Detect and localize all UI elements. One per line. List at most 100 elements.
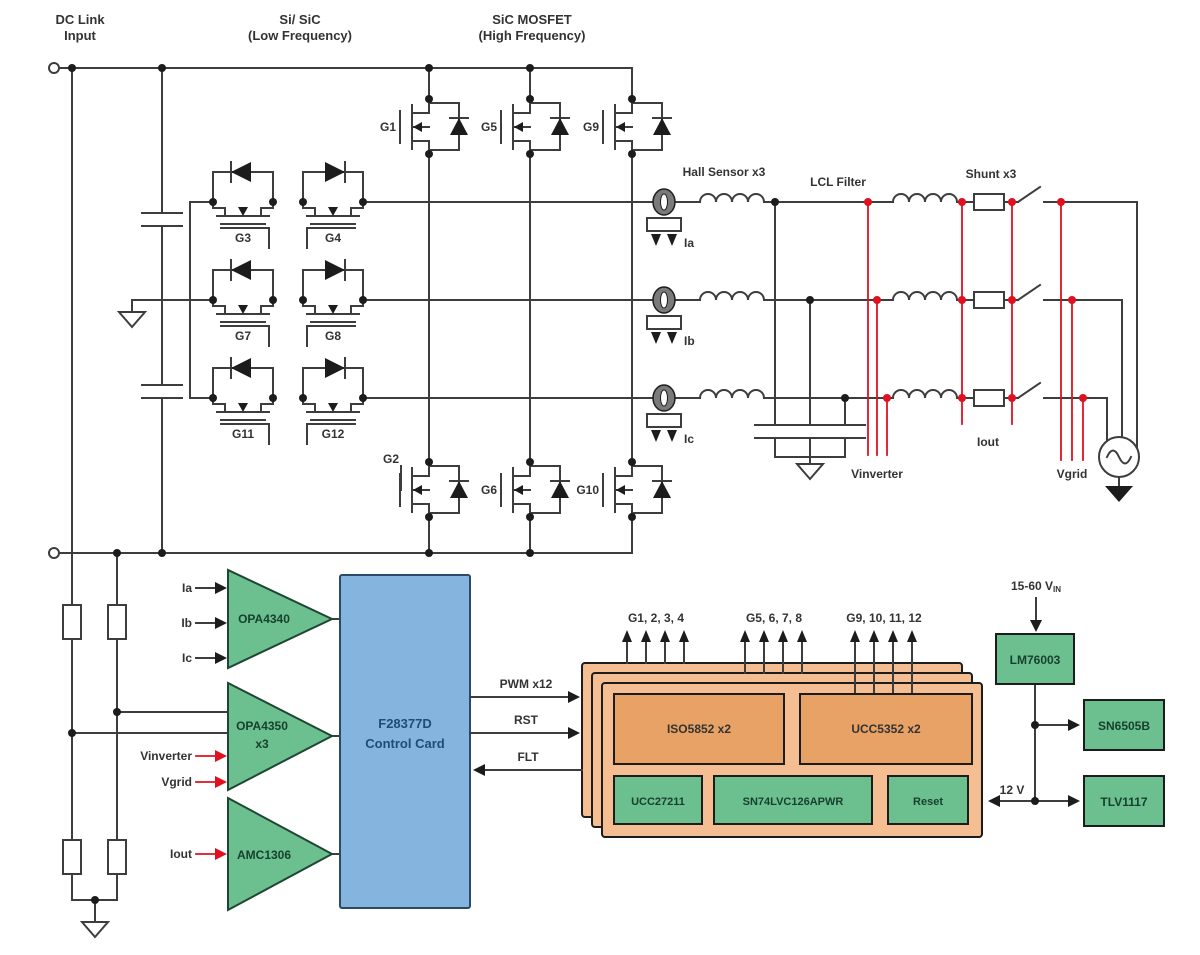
grid-ground-icon <box>1105 486 1133 502</box>
analog-front-end <box>215 568 335 912</box>
label-amc1306: AMC1306 <box>237 848 291 862</box>
label-sn74: SN74LVC126APWR <box>743 796 844 808</box>
label-g9: G9 <box>583 120 599 134</box>
mosfet-g5 <box>500 94 570 159</box>
label-tlv1117: TLV1117 <box>1100 795 1147 809</box>
iso5852-chip <box>613 693 785 765</box>
label-g10: G10 <box>576 483 599 497</box>
dc-link-section <box>48 62 183 938</box>
dc-input-terminal-minus <box>48 547 60 559</box>
dc-link-capacitor-top <box>141 212 183 227</box>
control-signals <box>469 630 917 776</box>
shunt-resistor-b <box>973 291 1005 309</box>
label-gates-1-4: G1, 2, 3, 4 <box>628 611 684 625</box>
label-in-ic: Ic <box>182 651 192 665</box>
grid-switch-c <box>1017 382 1041 399</box>
opa4350-amp <box>227 681 335 792</box>
vinverter-arrow <box>215 750 227 762</box>
label-ucc27211: UCC27211 <box>631 796 685 808</box>
label-opa4340: OPA4340 <box>238 612 290 626</box>
label-opa4350-qty: x3 <box>255 737 269 751</box>
vgrid-arrow <box>215 776 227 788</box>
lm76003-box <box>995 633 1075 685</box>
gate-arrow <box>888 630 898 642</box>
lcl-inductor-b1 <box>699 291 765 301</box>
label-pwm: PWM x12 <box>500 677 553 691</box>
gate-arrow <box>850 630 860 642</box>
labels: DC Link Input Si/ SiC (Low Frequency) Si… <box>55 12 1150 862</box>
vin-arrow <box>1030 620 1042 632</box>
hall-sensor-b-icon <box>646 286 682 345</box>
label-ucc5352: UCC5352 x2 <box>851 722 921 736</box>
si-sic-title: Si/ SiC <box>279 12 321 27</box>
neutral-ground-icon <box>118 311 146 328</box>
sine-icon <box>1105 449 1133 465</box>
sn6505b-arrow <box>1068 719 1080 731</box>
dc-link-title-2: Input <box>64 28 96 43</box>
ic-arrow <box>215 652 227 664</box>
dc-link-title: DC Link <box>55 12 105 27</box>
flt-arrow <box>473 764 485 776</box>
dc-link-capacitor-bottom <box>141 384 183 399</box>
sn74lvc126apwr-chip <box>713 775 873 825</box>
sic-mosfet-title: SiC MOSFET <box>492 12 572 27</box>
gate-arrow <box>622 630 632 642</box>
divider-ground-icon <box>81 921 109 938</box>
label-controller-2: Control Card <box>365 736 445 751</box>
shunt-resistor-a <box>973 193 1005 211</box>
label-iout: Iout <box>977 435 999 449</box>
sic-mosfet-title-2: (High Frequency) <box>479 28 586 43</box>
label-12v: 12 V <box>1000 783 1025 797</box>
label-in-ib: Ib <box>181 616 192 630</box>
driver-card-stack <box>581 662 983 838</box>
12v-left-arrow <box>988 795 1000 807</box>
junction-dots <box>68 64 1087 904</box>
label-sn6505b: SN6505B <box>1098 719 1150 733</box>
label-g6: G6 <box>481 483 497 497</box>
ia-arrow <box>215 582 227 594</box>
label-gates-5-8: G5, 6, 7, 8 <box>746 611 802 625</box>
label-flt: FLT <box>517 750 539 764</box>
dc-input-terminal-plus <box>48 62 60 74</box>
label-g1: G1 <box>380 120 396 134</box>
label-in-vgrid: Vgrid <box>161 775 192 789</box>
opa4340-amp <box>227 568 335 670</box>
divider-resistor-3 <box>62 839 82 875</box>
label-ia: Ia <box>684 236 694 250</box>
control-card <box>339 574 471 909</box>
label-g11: G11 <box>232 427 254 441</box>
label-ib: Ib <box>684 334 695 348</box>
label-g7: G7 <box>235 329 251 343</box>
ucc27211-chip <box>613 775 703 825</box>
label-reset: Reset <box>913 796 943 808</box>
hall-sensor-a-icon <box>646 188 682 247</box>
gate-arrow <box>907 630 917 642</box>
label-gates-9-12: G9, 10, 11, 12 <box>846 611 922 625</box>
lcl-inductor-a1 <box>699 193 765 203</box>
filter-cap-b <box>789 424 831 439</box>
gate-arrow <box>641 630 651 642</box>
label-ic: Ic <box>684 432 694 446</box>
shunt-resistor-c <box>973 389 1005 407</box>
label-g8: G8 <box>325 329 341 343</box>
label-vin: 15-60 VIN <box>1011 579 1061 594</box>
lcl-filter-label: LCL Filter <box>810 175 866 189</box>
mosfet-g1 <box>399 94 469 159</box>
gate-arrow <box>778 630 788 642</box>
gate-arrow <box>740 630 750 642</box>
gate-and-input-labels: G1 G5 G9 G2 G6 G10 Ia Ib Ic Vinverter Vg… <box>140 120 599 861</box>
pwm-arrow <box>568 691 580 703</box>
shunt-label: Shunt x3 <box>966 167 1017 181</box>
lcl-inductor-c1 <box>699 389 765 399</box>
label-in-iout: Iout <box>170 847 192 861</box>
si-sic-title-2: (Low Frequency) <box>248 28 352 43</box>
grid-switch-a <box>1017 186 1041 203</box>
mosfet-g2 <box>399 457 469 522</box>
ucc5352-chip <box>799 693 973 765</box>
label-iso5852: ISO5852 x2 <box>667 722 731 736</box>
label-g4: G4 <box>325 231 341 245</box>
lcl-inductor-c2 <box>892 389 958 399</box>
gate-arrow <box>797 630 807 642</box>
